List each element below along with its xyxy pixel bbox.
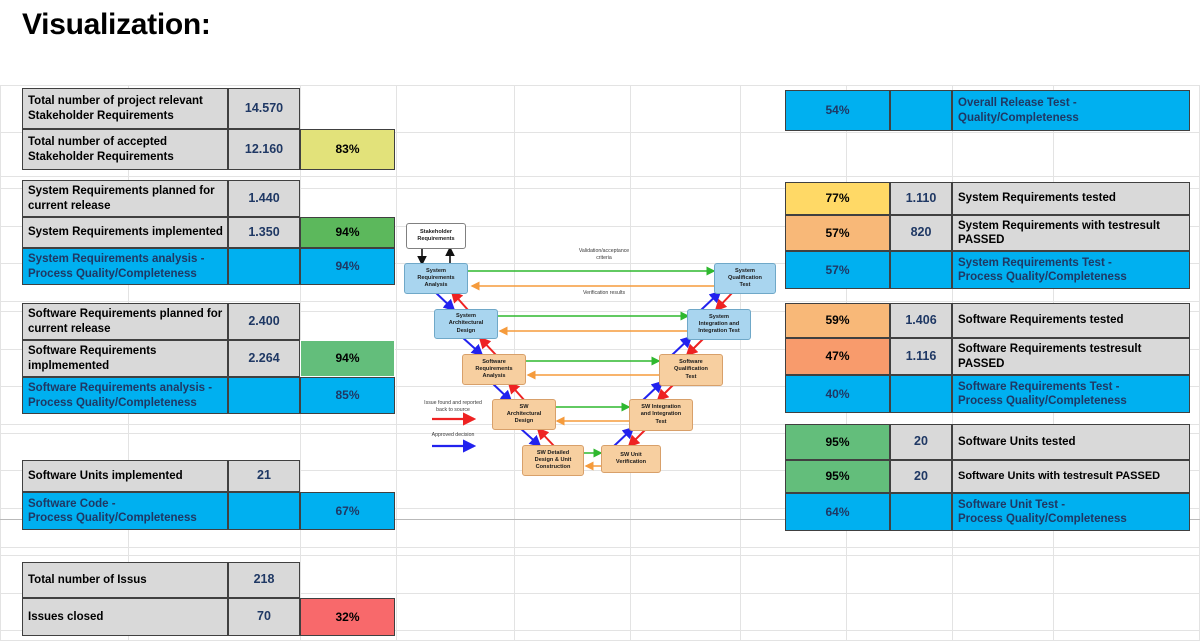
right-row-value — [890, 493, 952, 531]
right-row-label: System Requirements Test - Process Quali… — [952, 251, 1190, 289]
vmodel-box-sw-integration-test: SW Integration and Integration Test — [629, 399, 693, 431]
vmodel-box-system-qualification-test: System Qualification Test — [714, 263, 776, 294]
right-row-percent: 95% — [785, 424, 890, 460]
right-row-percent: 47% — [785, 338, 890, 375]
right-row-value: 1.110 — [890, 182, 952, 215]
left-row-percent: 67% — [300, 492, 395, 530]
right-row-value: 1.406 — [890, 303, 952, 338]
right-row-value — [890, 90, 952, 131]
left-row-percent: 94% — [300, 340, 395, 377]
vmodel-box-sw-architectural-design: SW Architectural Design — [492, 399, 556, 430]
left-row-value: 2.400 — [228, 303, 300, 340]
vmodel-box-stakeholder-requirements: Stakeholder Requirements — [406, 223, 466, 249]
left-row-label: Software Requirements planned for curren… — [22, 303, 228, 340]
right-row-label: System Requirements with testresult PASS… — [952, 215, 1190, 251]
left-row-value — [228, 248, 300, 285]
vmodel-box-system-requirements-analysis: System Requirements Analysis — [404, 263, 468, 294]
page-title: Visualization: — [22, 8, 211, 41]
vmodel-box-sw-unit-verification: SW Unit Verification — [601, 445, 661, 473]
right-row-label: Software Requirements tested — [952, 303, 1190, 338]
right-row-label: Software Requirements testresult PASSED — [952, 338, 1190, 375]
left-row-label: Total number of accepted Stakeholder Req… — [22, 129, 228, 170]
right-row-value: 820 — [890, 215, 952, 251]
right-row-label: System Requirements tested — [952, 182, 1190, 215]
left-row-percent: 32% — [300, 598, 395, 636]
left-row-value: 1.440 — [228, 180, 300, 217]
right-row-value: 20 — [890, 424, 952, 460]
left-row-label: Software Requirements analysis - Process… — [22, 377, 228, 414]
right-row-label: Software Units tested — [952, 424, 1190, 460]
right-row-value: 20 — [890, 460, 952, 493]
v-model-diagram: Stakeholder Requirements System Requirem… — [396, 216, 796, 506]
left-row-percent: 83% — [300, 129, 395, 170]
vmodel-legend-issue-label: Issue found and reported back to source — [424, 400, 482, 413]
vmodel-box-software-requirements-analysis: Software Requirements Analysis — [462, 354, 526, 385]
left-row-value — [228, 492, 300, 530]
left-row-value: 12.160 — [228, 129, 300, 170]
left-row-value: 1.350 — [228, 217, 300, 248]
left-row-label: System Requirements implemented — [22, 217, 228, 248]
v-model-arrows — [417, 246, 734, 471]
right-row-percent: 64% — [785, 493, 890, 531]
right-row-value: 1.116 — [890, 338, 952, 375]
right-row-percent: 77% — [785, 182, 890, 215]
left-row-percent: 94% — [300, 248, 395, 285]
left-row-value: 218 — [228, 562, 300, 598]
right-row-percent: 57% — [785, 251, 890, 289]
left-row-value: 2.264 — [228, 340, 300, 377]
left-row-label: System Requirements analysis - Process Q… — [22, 248, 228, 285]
vmodel-label-verification-results: Verification results — [582, 290, 626, 296]
right-row-percent: 54% — [785, 90, 890, 131]
right-row-label: Overall Release Test - Quality/Completen… — [952, 90, 1190, 131]
left-row-value: 70 — [228, 598, 300, 636]
right-row-value — [890, 251, 952, 289]
vmodel-box-system-integration-test: System Integration and Integration Test — [687, 309, 751, 340]
left-row-value: 21 — [228, 460, 300, 492]
left-row-label: Total number of Issus — [22, 562, 228, 598]
left-row-value: 14.570 — [228, 88, 300, 129]
vmodel-label-validation-criteria: Validation/acceptance criteria — [578, 248, 630, 261]
left-row-value — [228, 377, 300, 414]
vmodel-legend-approved-label: Approved decision — [431, 432, 475, 438]
right-row-label: Software Units with testresult PASSED — [952, 460, 1190, 493]
right-row-label: Software Unit Test - Process Quality/Com… — [952, 493, 1190, 531]
right-row-value — [890, 375, 952, 413]
left-row-label: System Requirements planned for current … — [22, 180, 228, 217]
right-row-percent: 59% — [785, 303, 890, 338]
right-row-percent: 95% — [785, 460, 890, 493]
left-row-percent: 85% — [300, 377, 395, 414]
vmodel-box-system-architectural-design: System Architectural Design — [434, 309, 498, 339]
right-row-percent: 57% — [785, 215, 890, 251]
vmodel-box-sw-detailed-design: SW Detailed Design & Unit Construction — [522, 445, 584, 476]
vmodel-box-software-qualification-test: Software Qualification Test — [659, 354, 723, 386]
right-row-percent: 40% — [785, 375, 890, 413]
left-row-label: Software Requirements implmemented — [22, 340, 228, 377]
left-row-label: Software Units implemented — [22, 460, 228, 492]
left-row-label: Software Code - Process Quality/Complete… — [22, 492, 228, 530]
left-row-label: Total number of project relevant Stakeho… — [22, 88, 228, 129]
right-row-label: Software Requirements Test - Process Qua… — [952, 375, 1190, 413]
left-row-label: Issues closed — [22, 598, 228, 636]
left-row-percent: 94% — [300, 217, 395, 248]
